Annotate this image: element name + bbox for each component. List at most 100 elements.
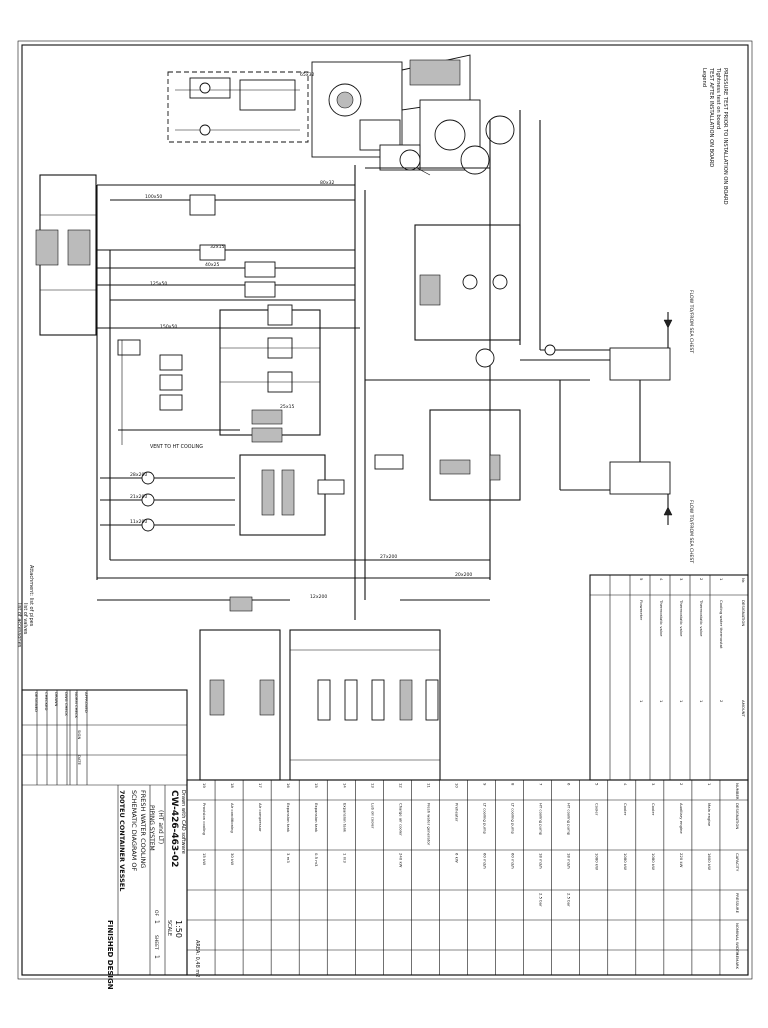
- equipment-table-cell: Preheater: [454, 803, 459, 822]
- equipment-table-cell: 15 kW: [202, 853, 207, 865]
- pump-station: [100, 454, 345, 536]
- equipment-table-cell: 6: [567, 783, 572, 786]
- sheet-label: SHEET: [153, 935, 159, 950]
- revision-row-label: NORM CHECK: [74, 692, 79, 719]
- side-table-cell: 2: [699, 578, 704, 581]
- equipment-table-cell: 18: [230, 783, 235, 788]
- title-line-2: FRESH WATER COOLING: [139, 790, 147, 868]
- equipment-table-header: CAPACITY: [735, 853, 740, 872]
- equipment-table-cell: 2.5 bar: [539, 893, 544, 907]
- equipment-table-cell: 1080 kW: [623, 853, 628, 870]
- equipment-table-cell: Expansion tank: [286, 803, 291, 833]
- equipment-table-cell: Cooler: [595, 803, 600, 816]
- equipment-table-cell: 19: [202, 783, 207, 788]
- title-block: 700TEU CONTAINER VESSEL SCHEMATIC DIAGRA…: [21, 689, 200, 990]
- equipment-table-cell: 1080 kW: [651, 853, 656, 870]
- equipment-table-cell: Expansion tank: [314, 803, 319, 833]
- drawing-number: CW-426-463-02: [169, 790, 179, 867]
- side-table-cell: Thermostatic valve: [699, 599, 704, 637]
- pipe-label: 100x50: [145, 194, 162, 200]
- side-table-header: AMOUNT: [741, 700, 746, 717]
- sheets-label: OF: [153, 910, 159, 917]
- equipment-table-cell: 1: [707, 783, 712, 786]
- pipe-label: 65x32: [300, 72, 314, 78]
- equipment-table-cell: 3 m3: [286, 853, 291, 863]
- equipment-table-cell: 60 m3/h: [483, 853, 488, 869]
- equipment-table-cell: 220 kW: [679, 853, 684, 868]
- pipe-label: 25x15: [280, 404, 294, 410]
- revision-header: DATE: [77, 755, 82, 765]
- left-cooler-group: [35, 174, 97, 336]
- attachment-valves: list of valves: [22, 603, 28, 635]
- equipment-table-cell: 240 kW: [398, 853, 403, 868]
- side-table-cell: 4: [659, 578, 664, 581]
- equipment-table: NUMBERDESIGNATIONCAPACITYPRESSURENOMINAL…: [186, 779, 749, 976]
- revision-row-label: CHECKED: [44, 692, 49, 710]
- side-table-cell: 3: [679, 578, 684, 581]
- sheets-value: 1: [153, 920, 160, 924]
- equipment-table-cell: 18 m3/h: [567, 853, 572, 869]
- side-table-cell: 1: [659, 700, 664, 703]
- main-piping: [96, 110, 610, 620]
- equipment-table-cell: 9: [483, 783, 488, 786]
- pipe-label: 20x200: [455, 572, 472, 578]
- attachment-pipes: Attachment: list of pipes: [28, 565, 34, 627]
- title-line-1: SCHEMATIC DIAGRAM OF: [130, 790, 138, 871]
- pipe-label: 80x32: [320, 180, 334, 186]
- title-line-3: PIPING SYSTEM: [148, 805, 155, 851]
- flow-label-upper: FLOW TO/FROM SEA CHEST: [688, 290, 694, 353]
- equipment-table-cell: 18 m3/h: [539, 853, 544, 869]
- note-legend: Legend: [701, 68, 707, 87]
- equipment-table-header: REMARK: [735, 953, 740, 970]
- ht-pump-group: VENT TO HT COOLING: [117, 339, 240, 450]
- equipment-table-cell: 1080 kW: [595, 853, 600, 870]
- pipe-size-labels: 65x3280x32100x50125x50150x5040x2532x1525…: [130, 72, 472, 600]
- revision-row-label: APPROVED: [84, 692, 89, 713]
- equipment-table-cell: Lub oil cooler: [370, 803, 375, 829]
- equipment-table-cell: LT cooling pump: [511, 803, 516, 835]
- sheet-value: 1: [153, 955, 160, 959]
- side-table-cell: Thermostatic valve: [659, 599, 664, 637]
- equipment-table-cell: 13: [370, 783, 375, 788]
- sea-chest-upper: [609, 347, 671, 381]
- equipment-table-cell: Expansion tank: [342, 803, 347, 833]
- software-note: Drawn with CAD software: [180, 790, 186, 854]
- equipment-table-cell: 7: [539, 783, 544, 786]
- equipment-table-cell: Auxiliary engine: [679, 803, 684, 834]
- attachment-notes: Attachment: list of pipes list of valves…: [16, 565, 34, 648]
- ht-equipment-cluster: [189, 194, 321, 443]
- design-status: FINISHED DESIGN: [106, 920, 114, 990]
- sheet-outer-border: [17, 40, 753, 980]
- pipe-label: 40x25: [205, 262, 219, 268]
- pipe-label: 21x200: [130, 494, 147, 500]
- pipe-label: 150x50: [160, 324, 177, 330]
- equipment-table-cell: 3: [651, 783, 656, 786]
- revision-row-label: DWG CHECK: [64, 692, 69, 716]
- pipe-label: 28x200: [130, 472, 147, 478]
- note-tightness-test: Tightness test on board: [715, 67, 721, 129]
- vent-ht-label: VENT TO HT COOLING: [150, 444, 203, 450]
- side-table-cell: Flowmeter: [639, 600, 644, 621]
- pipe-label: 27x200: [380, 554, 397, 560]
- test-notes: PRESSURE TEST PRIOR TO INSTALLATION ON B…: [701, 67, 728, 205]
- equipment-table-cell: 6 kW: [454, 853, 459, 863]
- pipe-label: 11x200: [130, 519, 147, 525]
- equipment-table-cell: 5: [595, 783, 600, 786]
- equipment-table-cell: 1 m3: [342, 853, 347, 863]
- equipment-table-cell: 15: [314, 783, 319, 788]
- equipment-table-cell: 14: [342, 783, 347, 788]
- revision-row-label: DESIGNED: [34, 692, 39, 712]
- paper-area: AREA: 0,48 m2: [194, 940, 200, 977]
- note-test-after: TEST AFTER INSTALLATION ON BOARD: [708, 67, 714, 167]
- side-table-cell: Thermostatic valve: [679, 599, 684, 637]
- side-table-cell: 1: [639, 700, 644, 703]
- equipment-table-cell: Main engine: [707, 803, 712, 827]
- side-table-cell: 2: [719, 700, 724, 703]
- equipment-table-cell: HT cooling pump: [567, 803, 572, 836]
- sea-chest-lower: [609, 461, 671, 495]
- engine-room-area: [167, 54, 515, 176]
- side-table-cell: 1: [679, 700, 684, 703]
- vessel-name: 700TEU CONTAINER VESSEL: [118, 790, 126, 891]
